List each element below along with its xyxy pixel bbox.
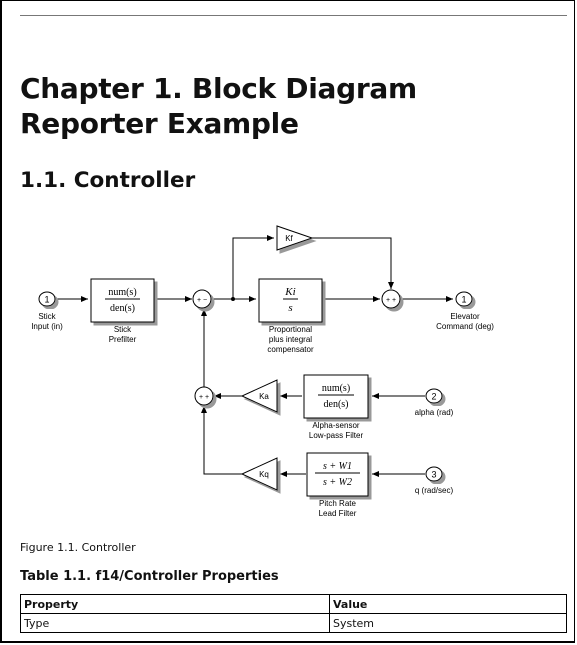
outport-number: 1 xyxy=(461,295,466,305)
header-rule xyxy=(20,15,567,16)
inport-stick-input: 1 Stick Input (in) xyxy=(31,291,63,331)
gain-label: Kf xyxy=(285,234,293,243)
block-label: Low-pass Filter xyxy=(309,431,364,440)
table-cell-property: Type xyxy=(20,613,330,633)
signal-lines xyxy=(55,235,453,477)
block-label: Prefilter xyxy=(109,335,137,344)
outport-elevator-command: 1 Elevator Command (deg) xyxy=(436,291,494,331)
table-header-row: Property Value xyxy=(20,594,567,614)
inport-label: q (rad/sec) xyxy=(415,486,454,495)
table-cell-value: System xyxy=(329,613,567,633)
lead-filter-numerator: s + W1 xyxy=(323,461,352,472)
outport-label: Elevator xyxy=(450,312,480,321)
sum-block-3: + + xyxy=(194,386,214,406)
alpha-sensor-filter-block: num(s) den(s) Alpha-sensor Low-pass Filt… xyxy=(303,374,369,440)
inport-label: Input (in) xyxy=(31,322,63,331)
kf-gain-block: Kf xyxy=(276,225,314,251)
pi-numerator: Ki xyxy=(284,286,295,298)
block-label: plus integral xyxy=(269,335,312,344)
sum-block-1: + − xyxy=(192,289,212,309)
column-header-value: Value xyxy=(329,594,567,614)
block-label: Alpha-sensor xyxy=(312,421,359,430)
stick-prefilter-block: num(s) den(s) Stick Prefilter xyxy=(90,278,155,344)
sum-signs: + + xyxy=(386,297,396,304)
lead-filter-denominator: s + W2 xyxy=(323,477,352,488)
prefilter-numerator: num(s) xyxy=(108,287,136,298)
section-title: 1.1. Controller xyxy=(20,168,196,193)
pitch-rate-lead-filter-block: s + W1 s + W2 Pitch Rate Lead Filter xyxy=(306,452,369,518)
inport-number: 2 xyxy=(431,392,436,402)
block-label: Pitch Rate xyxy=(319,499,356,508)
column-header-property: Property xyxy=(20,594,330,614)
chapter-title: Chapter 1. Block Diagram Reporter Exampl… xyxy=(20,72,417,140)
block-label: Stick xyxy=(114,325,132,334)
gain-label: Ka xyxy=(259,392,269,401)
inport-q: 3 q (rad/sec) xyxy=(415,466,454,495)
properties-table: Property Value Type System xyxy=(20,594,567,633)
figure-caption: Figure 1.1. Controller xyxy=(20,541,136,554)
sum-signs: + − xyxy=(197,297,207,304)
gain-label: Kq xyxy=(259,470,269,479)
pi-denominator: s xyxy=(288,302,292,314)
sum-signs: + + xyxy=(199,394,209,401)
inport-number: 3 xyxy=(431,470,436,480)
alpha-filter-numerator: num(s) xyxy=(322,383,350,394)
block-label: compensator xyxy=(267,345,314,354)
kq-gain-block: Kq xyxy=(240,457,278,491)
table-row: Type System xyxy=(20,613,567,633)
prefilter-denominator: den(s) xyxy=(110,303,135,314)
inport-alpha: 2 alpha (rad) xyxy=(415,388,454,417)
pi-compensator-block: Ki s Proportional plus integral compensa… xyxy=(258,278,323,354)
block-label: Lead Filter xyxy=(319,509,357,518)
table-title: Table 1.1. f14/Controller Properties xyxy=(20,569,279,584)
outport-label: Command (deg) xyxy=(436,322,494,331)
sum-block-2: + + xyxy=(381,289,401,309)
block-diagram: 1 Stick Input (in) num(s) den(s) Stick P… xyxy=(31,225,494,518)
block-label: Proportional xyxy=(269,325,312,334)
ka-gain-block: Ka xyxy=(240,379,278,413)
alpha-filter-denominator: den(s) xyxy=(324,399,349,410)
inport-label: Stick xyxy=(38,312,56,321)
inport-label: alpha (rad) xyxy=(415,408,454,417)
branch-point xyxy=(231,297,235,301)
inport-number: 1 xyxy=(44,295,49,305)
